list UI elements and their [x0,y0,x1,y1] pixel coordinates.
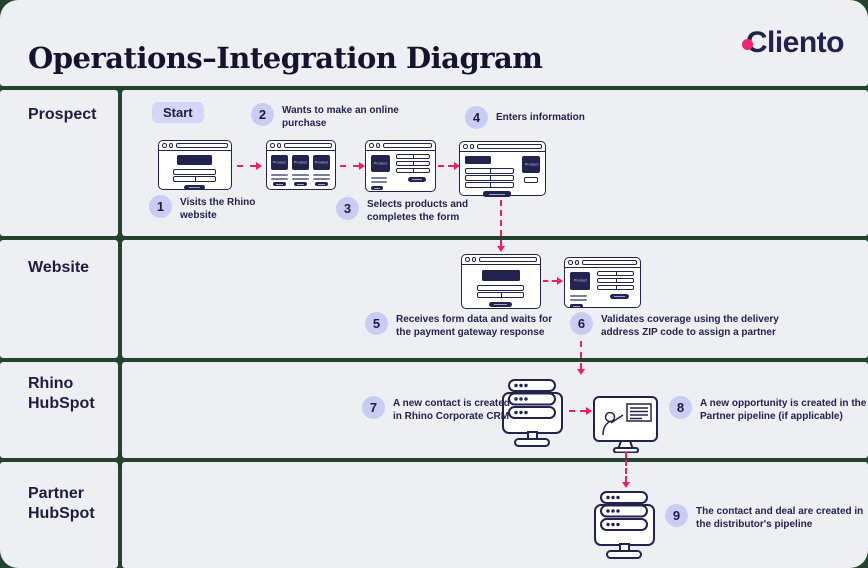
browser-window-products-icon: Product Product Product [266,140,336,190]
lane-label-card-website [0,240,118,358]
step-6-text: Validates coverage using the delivery ad… [601,314,779,338]
lane-label-website: Website [28,259,90,276]
lane-content-card-rhino-hubspot [122,362,868,458]
lane-label-card-partner-hubspot [0,462,118,568]
step-9-text: The contact and deal are created in the … [696,506,864,530]
start-badge: Start [152,102,204,123]
step-6: 6 Validates coverage using the delivery … [570,312,786,339]
step-7: 7 A new contact is created in Rhino Corp… [362,396,518,423]
step-8: 8 A new opportunity is created in the Pa… [669,396,868,423]
step-4-badge: 4 [465,106,488,129]
step-5-badge: 5 [365,312,388,335]
step-9-badge: 9 [665,504,688,527]
page-title: Operations–Integration Diagram [28,41,543,76]
header-card [0,0,868,86]
lane-label-partner-hubspot: Partner HubSpot [28,485,95,522]
lane-content-card-partner-hubspot [122,462,868,568]
step-1-text: Visits the Rhino website [180,197,256,221]
logo-letter-c: C [745,26,768,59]
lane-label-card-prospect [0,90,118,236]
step-7-badge: 7 [362,396,385,419]
step-3-badge: 3 [336,197,359,220]
step-1: 1 Visits the Rhino website [149,195,280,222]
lane-label-rhino-hubspot: Rhino HubSpot [28,375,95,412]
step-2: 2 Wants to make an online purchase [251,103,402,130]
step-1-badge: 1 [149,195,172,218]
lane-label-card-rhino-hubspot [0,362,118,458]
step-2-badge: 2 [251,103,274,126]
step-6-badge: 6 [570,312,593,335]
browser-window-product-form-icon: Product [365,140,436,192]
browser-window-info-form-icon: Product [459,141,546,197]
logo-text: liento [767,26,845,59]
step-2-text: Wants to make an online purchase [282,105,399,129]
lane-label-prospect: Prospect [28,106,97,123]
browser-window-coverage-icon: Product [564,257,641,308]
step-5: 5 Receives form data and waits for the p… [365,312,556,339]
browser-window-homepage-icon [158,140,232,190]
step-8-badge: 8 [669,396,692,419]
distributor-server-icon [591,489,658,567]
step-9: 9 The contact and deal are created in th… [665,504,866,531]
step-5-text: Receives form data and waits for the pay… [396,314,553,338]
step-8-text: A new opportunity is created in the Part… [700,398,867,422]
step-3-text: Selects products and completes the form [367,199,469,223]
logo-dot-icon [741,39,753,50]
step-7-text: A new contact is created in Rhino Corpor… [393,398,510,422]
browser-window-gateway-icon [461,254,541,309]
step-3: 3 Selects products and completes the for… [336,197,492,224]
step-4: 4 Enters information [465,106,636,129]
presenter-monitor-icon [592,395,659,458]
crm-server-icon [499,377,566,455]
step-4-text: Enters information [496,112,585,123]
